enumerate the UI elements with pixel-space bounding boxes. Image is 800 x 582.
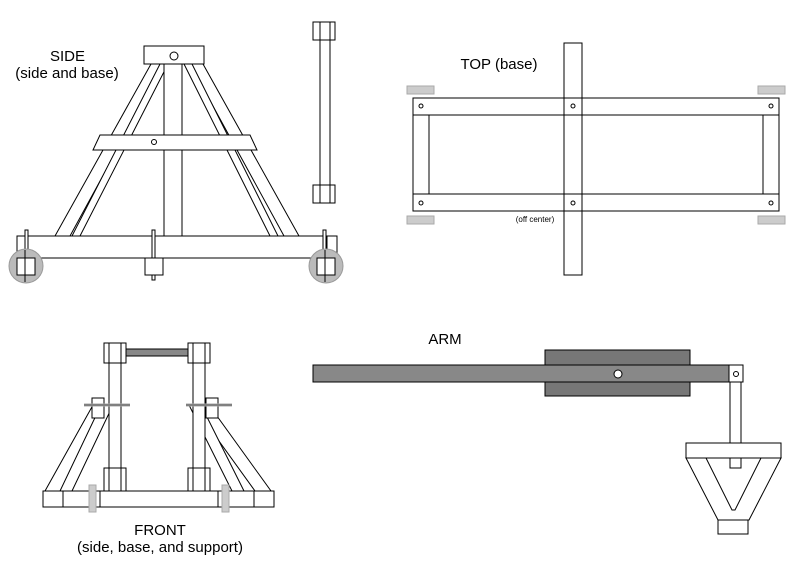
front-view xyxy=(42,342,275,513)
arm-view-title: ARM xyxy=(428,331,462,348)
top-pad-tr xyxy=(757,85,786,95)
side-cross-brace xyxy=(92,134,258,151)
side-pin-center xyxy=(151,229,156,281)
arm-pivot-hole xyxy=(613,369,623,379)
side-wheel-hub-left xyxy=(16,257,36,276)
side-top-pivot-hole xyxy=(169,51,179,61)
top-front-rail xyxy=(412,97,780,116)
front-view-subtitle: (side, base, and support) xyxy=(77,539,243,556)
top-view xyxy=(406,42,786,276)
side-foot-center xyxy=(144,257,164,276)
side-wheel-hub-right xyxy=(316,257,336,276)
front-wheel-right xyxy=(221,484,230,513)
top-center-beam xyxy=(563,42,583,276)
front-view-title: FRONT xyxy=(134,522,186,539)
arm-view xyxy=(312,349,782,535)
top-back-rail xyxy=(412,193,780,212)
arm-bucket-base xyxy=(717,519,749,535)
side-view xyxy=(8,45,344,284)
side-upright-piece xyxy=(312,21,336,204)
side-view-title: SIDE xyxy=(49,48,85,65)
arm-beam xyxy=(312,364,744,383)
arm-hanger xyxy=(729,381,742,453)
top-pad-br xyxy=(757,215,786,225)
front-wheel-left xyxy=(88,484,97,513)
front-axle xyxy=(125,348,189,357)
top-pad-tl xyxy=(406,85,435,95)
arm-bucket-top xyxy=(685,442,782,459)
top-view-note: (off center) xyxy=(515,215,555,224)
side-base-beam xyxy=(16,235,338,259)
side-view-subtitle: (side and base) xyxy=(15,65,119,82)
top-pad-bl xyxy=(406,215,435,225)
top-view-title: TOP (base) xyxy=(460,56,538,73)
side-brace-bolt xyxy=(151,139,157,145)
